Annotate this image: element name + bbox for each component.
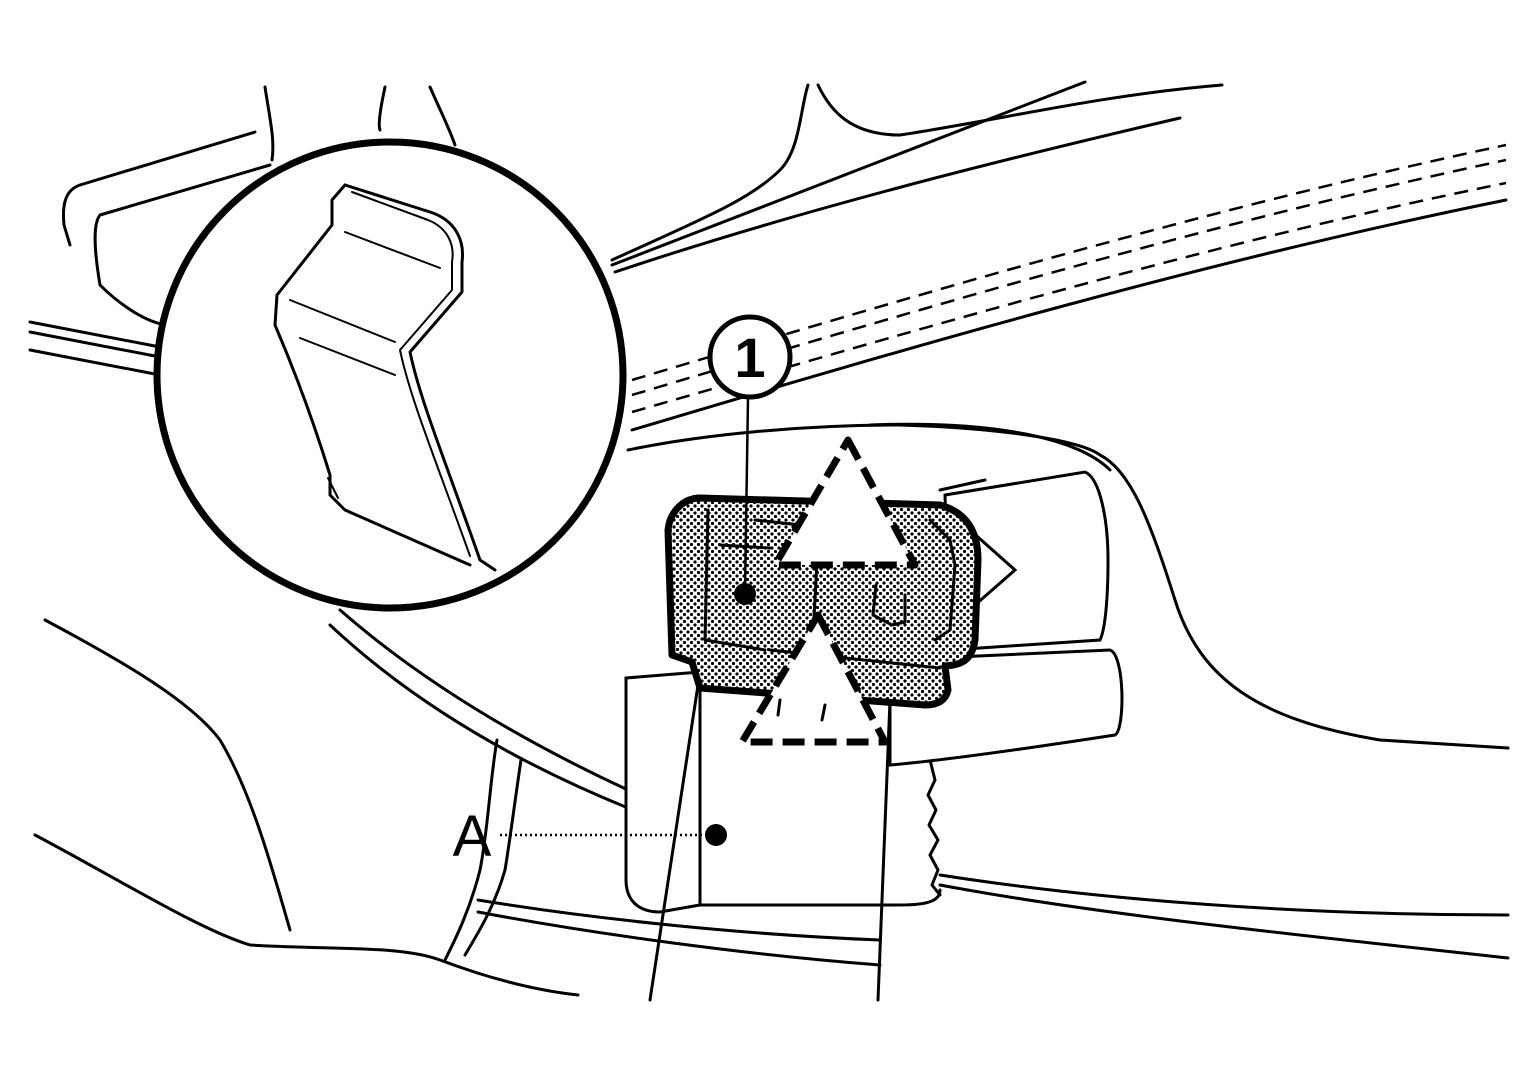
callout-a-label: A	[453, 804, 492, 869]
callout-1-circle	[707, 314, 793, 400]
callout-1-label: 1	[734, 326, 765, 389]
callout-1-dot	[734, 583, 756, 605]
callout-1-leader-line	[743, 397, 750, 593]
clip-detail-drawing	[273, 183, 497, 572]
callout-a-dot	[705, 824, 727, 846]
dashed-triangle-upper	[771, 436, 919, 569]
callout-a: A	[453, 804, 727, 869]
dashed-triangle-lower	[738, 611, 889, 746]
callout-1: 1	[707, 314, 793, 605]
detail-view-circle	[153, 138, 627, 612]
